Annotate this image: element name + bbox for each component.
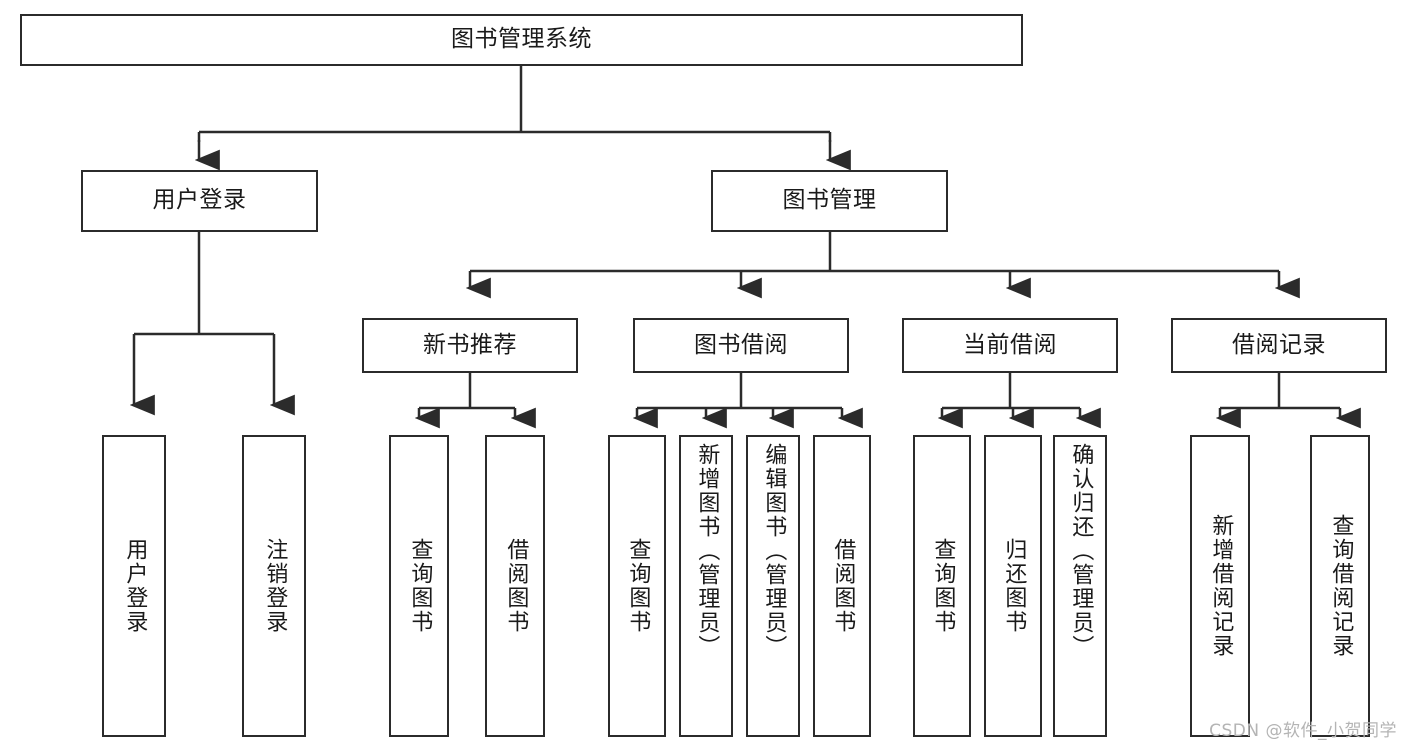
node-leaf-query-book-borrow-label: 查询图书 — [625, 538, 651, 634]
node-leaf-query-borrow-record-label: 查询借阅记录 — [1328, 514, 1354, 658]
node-leaf-user-login[interactable]: 用户登录 — [102, 435, 166, 737]
node-borrow-record-label: 借阅记录 — [1232, 331, 1326, 358]
node-leaf-edit-book-admin[interactable]: 编辑图书（管理员） — [746, 435, 800, 737]
node-book-borrow-label: 图书借阅 — [694, 331, 788, 358]
node-leaf-confirm-return-admin-label: 确认归还（管理员） — [1068, 443, 1094, 659]
node-leaf-return-book-label: 归还图书 — [1001, 538, 1027, 634]
node-book-borrow[interactable]: 图书借阅 — [633, 318, 849, 373]
node-leaf-add-borrow-record[interactable]: 新增借阅记录 — [1190, 435, 1250, 737]
node-leaf-borrow-book-rec-label: 借阅图书 — [503, 538, 529, 634]
node-root[interactable]: 图书管理系统 — [20, 14, 1023, 66]
node-new-book-recommend-label: 新书推荐 — [423, 331, 517, 358]
node-leaf-edit-book-admin-label: 编辑图书（管理员） — [761, 443, 787, 659]
node-borrow-record[interactable]: 借阅记录 — [1171, 318, 1387, 373]
node-leaf-add-borrow-record-label: 新增借阅记录 — [1208, 514, 1234, 658]
node-book-manage[interactable]: 图书管理 — [711, 170, 948, 232]
node-leaf-query-borrow-record[interactable]: 查询借阅记录 — [1310, 435, 1370, 737]
node-leaf-query-book-current[interactable]: 查询图书 — [913, 435, 971, 737]
node-leaf-confirm-return-admin[interactable]: 确认归还（管理员） — [1053, 435, 1107, 737]
node-leaf-borrow-book-rec[interactable]: 借阅图书 — [485, 435, 545, 737]
node-leaf-query-book-borrow[interactable]: 查询图书 — [608, 435, 666, 737]
node-new-book-recommend[interactable]: 新书推荐 — [362, 318, 578, 373]
node-leaf-borrow-book[interactable]: 借阅图书 — [813, 435, 871, 737]
node-root-label: 图书管理系统 — [451, 26, 592, 53]
node-leaf-user-login-label: 用户登录 — [122, 538, 148, 634]
node-user-login-label: 用户登录 — [152, 187, 247, 214]
node-leaf-query-book-rec[interactable]: 查询图书 — [389, 435, 449, 737]
node-user-login[interactable]: 用户登录 — [81, 170, 318, 232]
node-book-manage-label: 图书管理 — [782, 187, 877, 214]
watermark: CSDN @软件_小贺同学 — [1209, 721, 1397, 741]
node-leaf-query-book-rec-label: 查询图书 — [407, 538, 433, 634]
node-leaf-return-book[interactable]: 归还图书 — [984, 435, 1042, 737]
node-leaf-add-book-admin-label: 新增图书（管理员） — [694, 443, 720, 659]
node-leaf-user-logout[interactable]: 注销登录 — [242, 435, 306, 737]
node-leaf-query-book-current-label: 查询图书 — [930, 538, 956, 634]
node-leaf-borrow-book-label: 借阅图书 — [830, 538, 856, 634]
node-current-borrow-label: 当前借阅 — [963, 331, 1057, 358]
node-leaf-add-book-admin[interactable]: 新增图书（管理员） — [679, 435, 733, 737]
node-current-borrow[interactable]: 当前借阅 — [902, 318, 1118, 373]
node-leaf-user-logout-label: 注销登录 — [262, 538, 288, 634]
